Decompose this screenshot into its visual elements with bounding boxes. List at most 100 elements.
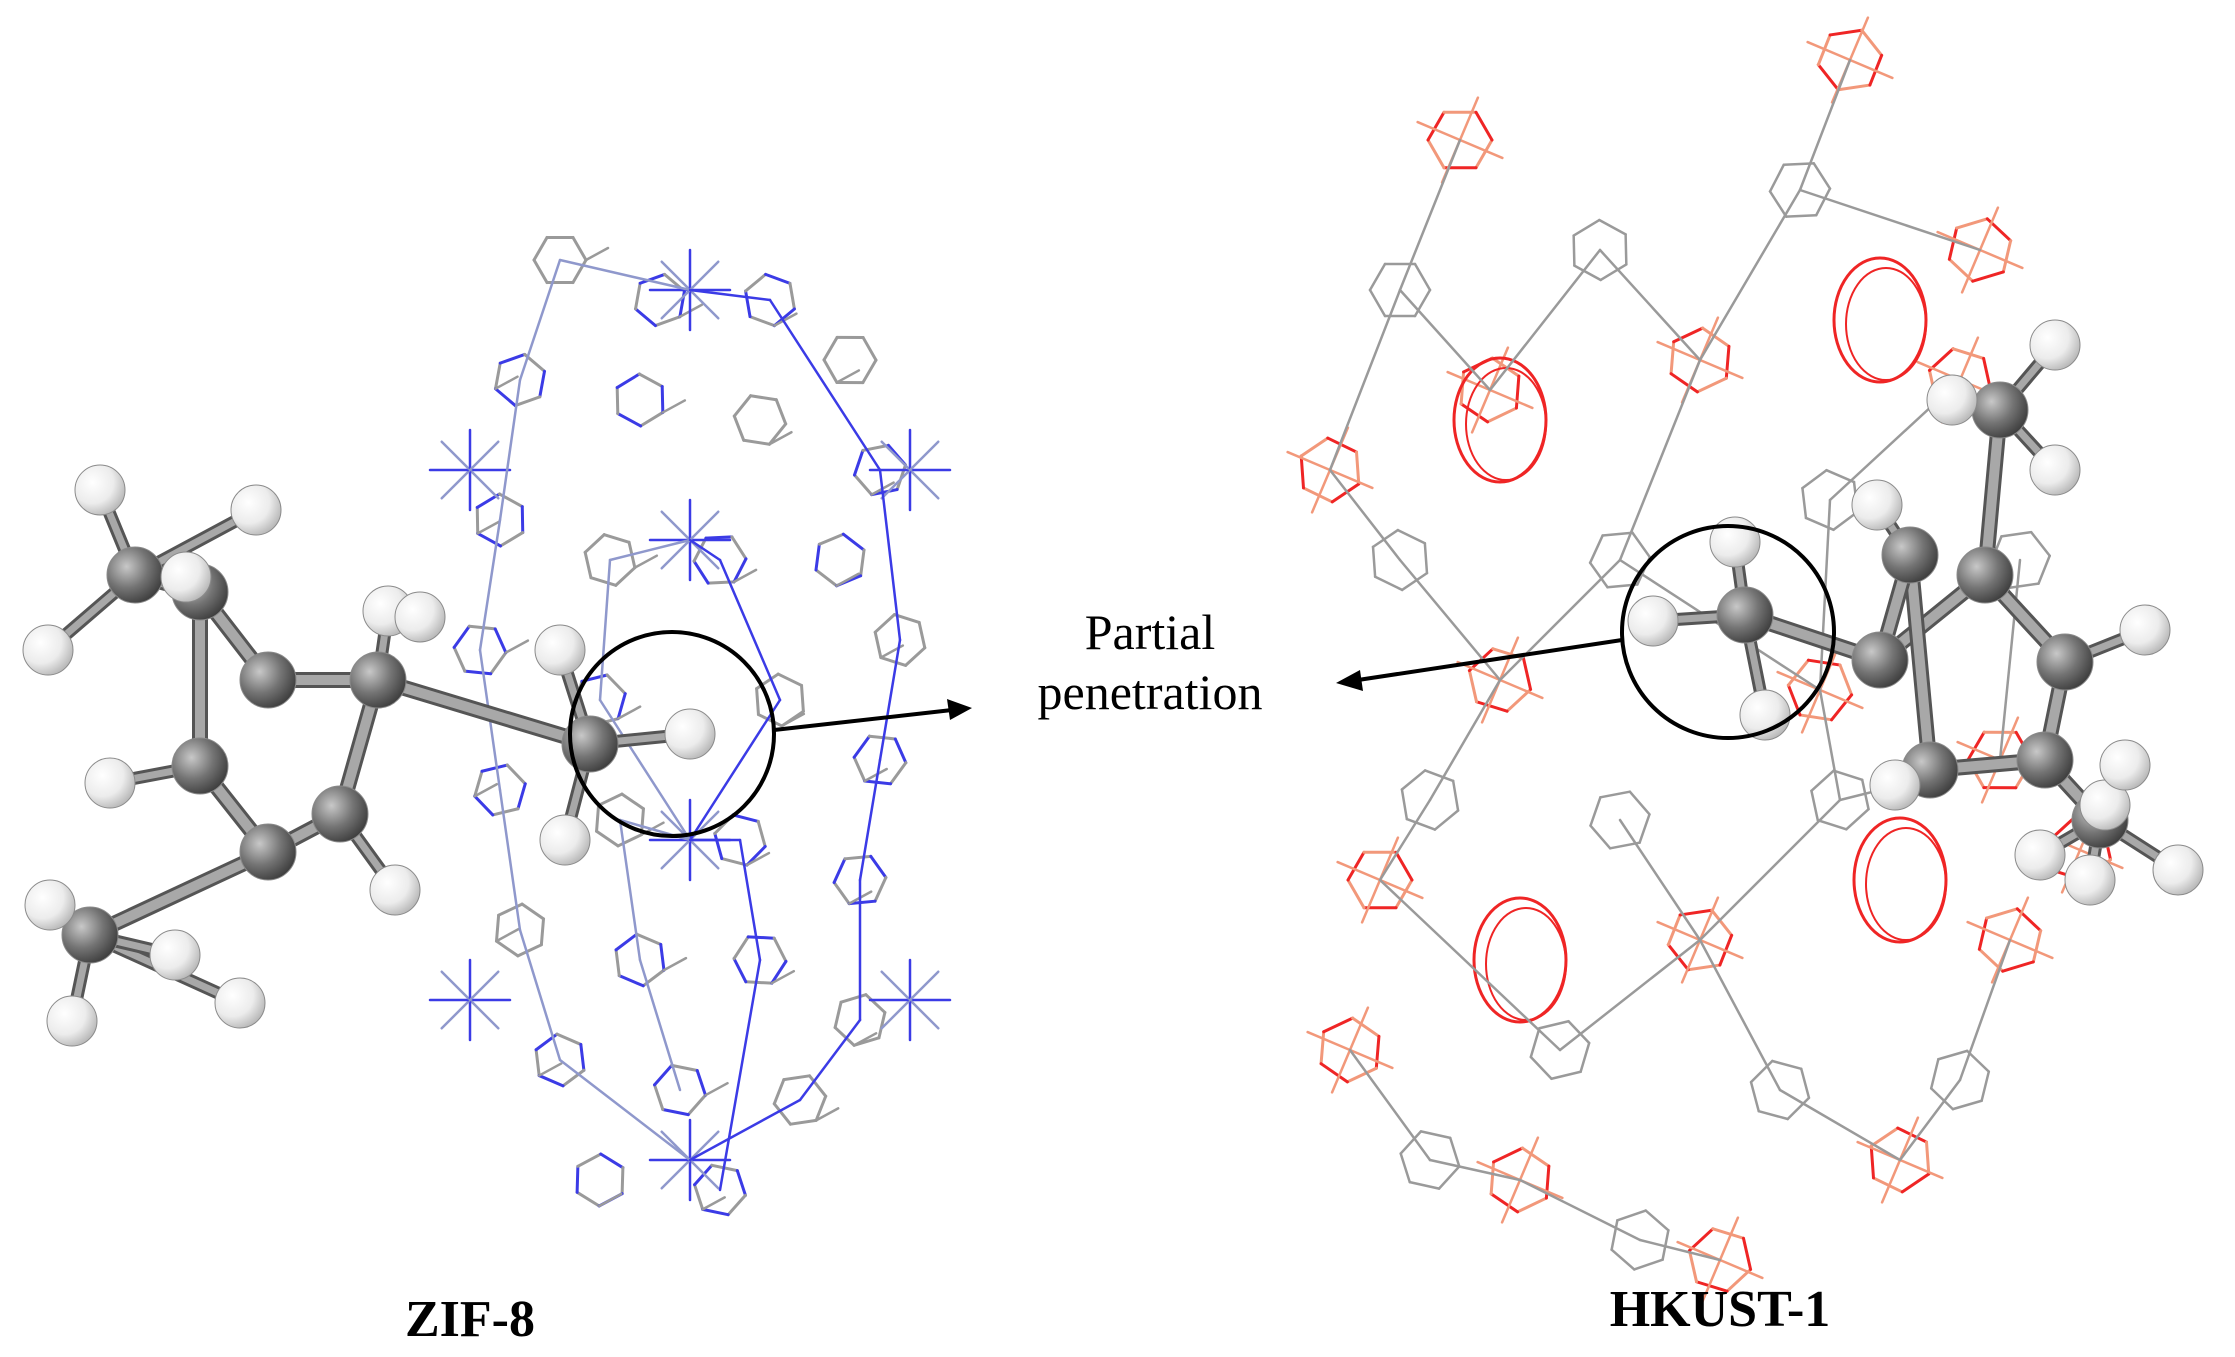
zif-linker-bond [532, 258, 549, 285]
zif-linker-bond [452, 624, 471, 649]
zif-methyl-bond [863, 767, 888, 783]
hkust-cu-node-bond [1310, 468, 1332, 514]
hkust-btc-linker-bond [1371, 528, 1400, 549]
hkust-framework-bond [1798, 188, 1982, 252]
zif-linker-bond [494, 387, 517, 408]
zif-framework-bond [608, 538, 692, 562]
carbon-atom [61, 906, 119, 964]
zif-linker-bond [516, 943, 543, 958]
hkust-1-label: HKUST-1 [1609, 1281, 1831, 1338]
hkust-cage-ring [1832, 256, 1928, 384]
hkust-cu-node-bond [1700, 1258, 1722, 1304]
hydrogen-atom [664, 708, 716, 760]
zif-linker-bond [732, 957, 748, 984]
zif-framework-bond [688, 698, 782, 842]
annotations [568, 524, 1836, 838]
zif-linker-bond [615, 386, 620, 416]
hkust-btc-linker-bond [1929, 1087, 1955, 1111]
hydrogen-atom [84, 757, 136, 809]
zif-framework-bond [718, 958, 762, 1192]
hkust-btc-linker-bond [1437, 1165, 1461, 1190]
hkust-btc-linker-bond [1644, 1209, 1670, 1232]
carbon-atom [239, 823, 297, 881]
zif-linker-bond [701, 1207, 730, 1217]
hydrogen-atom [1627, 595, 1679, 647]
zif-linker-bond [575, 1190, 601, 1208]
zif-framework-bond [718, 558, 782, 702]
zif-linker-bond [917, 620, 927, 650]
zif-linker-bond [579, 1042, 586, 1072]
hkust-cage-ring [1852, 816, 1948, 944]
hkust-framework-bond [1898, 1078, 1962, 1162]
hkust-btc-linker-bond [1801, 468, 1828, 490]
zif-linker-bond [852, 755, 867, 783]
hkust-paddlewheel-bond [1475, 700, 1509, 713]
zif-linker-bond [782, 1074, 812, 1082]
zif-linker-bond [480, 763, 509, 773]
zif-linker-bond [583, 533, 606, 554]
zif-linker-bond [867, 734, 897, 741]
hkust-paddlewheel-bond [1725, 1267, 1753, 1293]
hkust-paddlewheel-bond [1860, 28, 1884, 57]
zif-linker-bond [892, 613, 921, 624]
hydrogen-atom [230, 484, 282, 536]
zif-methyl-bond [633, 554, 659, 569]
zif-methyl-bond [661, 399, 687, 414]
zif-linker-bond [833, 1026, 856, 1047]
zif-linker-bond [537, 1074, 565, 1088]
carbon-atom [1851, 631, 1909, 689]
hkust-btc-linker-bond [1423, 769, 1455, 783]
hydrogen-atom [1851, 479, 1903, 531]
zif-linker-bond [620, 792, 645, 811]
hkust-cu-node-bond [1806, 40, 1852, 62]
carbon-atom [1971, 381, 2029, 439]
hkust-btc-linker-bond [1373, 575, 1404, 592]
hkust-paddlewheel-bond [1786, 658, 1810, 687]
zif-linker-bond [749, 394, 778, 402]
hkust-btc-linker-bond [1825, 468, 1856, 484]
hkust-btc-linker-bond [1814, 187, 1832, 217]
zif-zn-node-bond [440, 468, 472, 500]
hkust-paddlewheel-bond [1710, 908, 1734, 937]
hkust-btc-linker-bond [1573, 264, 1602, 282]
hkust-cu-node-bond [1360, 878, 1382, 924]
hkust-cu-node-bond [1348, 1006, 1370, 1052]
hkust-cu-node-bond [1800, 688, 1822, 734]
zif-methyl-bond [732, 568, 758, 584]
hkust-paddlewheel-bond [2001, 239, 2013, 274]
zif-linker-bond [731, 813, 760, 823]
zif-linker-bond [614, 948, 621, 978]
annotation-line-1: Partial [1084, 604, 1216, 660]
zif-linker-bond [659, 942, 666, 972]
zif-framework-bond [518, 258, 562, 382]
hkust-btc-linker-bond [1786, 1096, 1811, 1121]
zif-framework-bond [598, 558, 612, 702]
hkust-cu-node-bond [1476, 1160, 1522, 1182]
hkust-paddlewheel-bond [1355, 450, 1361, 486]
hkust-cu-node-bond [1498, 678, 1544, 700]
hkust-btc-linker-bond [2037, 554, 2051, 585]
zif-linker-bond [704, 535, 734, 540]
hydrogen-atom [2014, 829, 2066, 881]
zif-linker-bond [808, 1074, 828, 1098]
hkust-framework-bond [1618, 818, 1702, 942]
hkust-btc-linker-bond [1567, 1019, 1591, 1045]
hkust-paddlewheel-bond [1299, 454, 1305, 490]
hkust-paddlewheel-bond [1925, 1140, 1931, 1176]
zif-linker-bond [772, 936, 788, 963]
hydrogen-atom [369, 864, 421, 916]
zif-linker-bond [843, 854, 873, 861]
zif-linker-bond [653, 1063, 674, 1087]
hkust-btc-linker-bond [1423, 541, 1429, 575]
zif-methyl-bond [616, 705, 642, 720]
zif-linker-bond [839, 993, 868, 1004]
zif-linker-bond [635, 932, 663, 946]
zif-linker-bond [861, 358, 878, 385]
hkust-cu-node-bond [1488, 388, 1534, 410]
zif-linker-bond [498, 352, 527, 365]
hkust-btc-linker-bond [1768, 163, 1786, 193]
zif-linker-bond [589, 576, 618, 587]
zif-linker-bond [653, 315, 682, 328]
hkust-btc-linker-bond [1768, 190, 1788, 218]
hkust-btc-linker-bond [1812, 162, 1832, 190]
